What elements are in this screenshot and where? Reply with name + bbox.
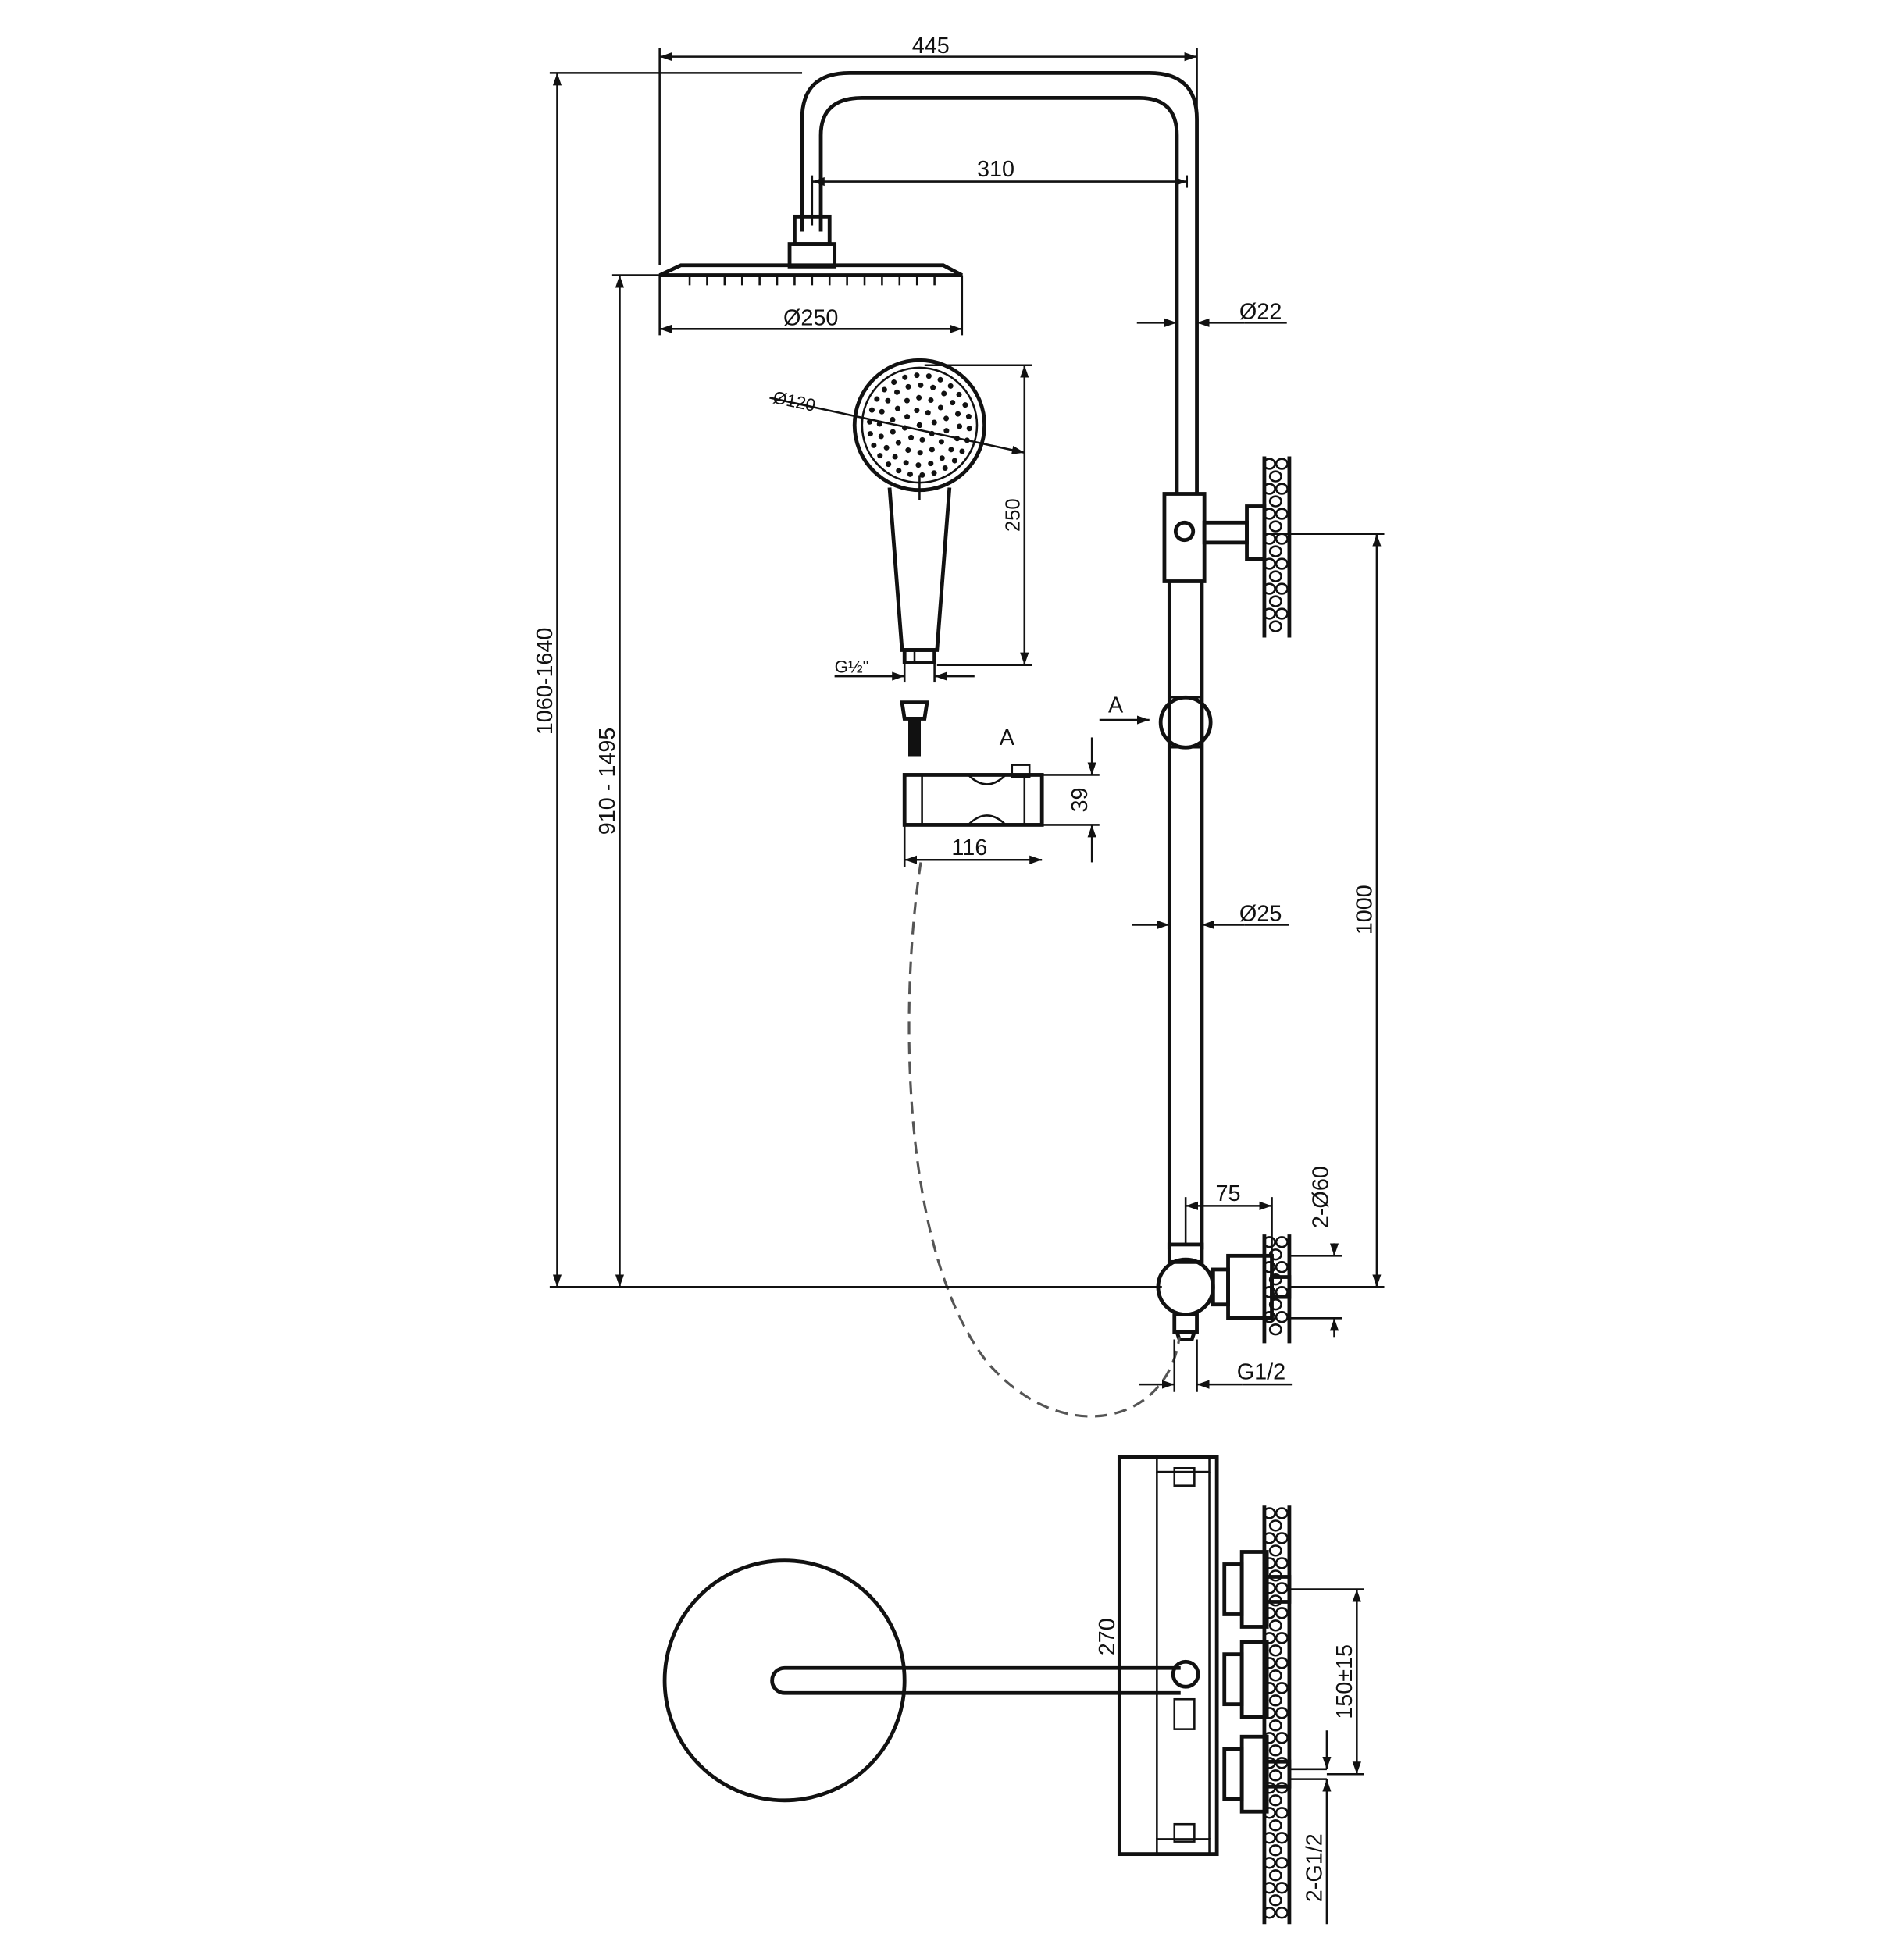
front-elevation: A A [533,34,1385,1418]
dim-overall-width: 445 [658,34,1198,265]
thermostatic-valve [1156,1234,1292,1344]
riser-pipe [1167,581,1204,1250]
dim-hand-diameter-text: Ø120 [772,387,818,415]
dim-valve-offset-text: 75 [1216,1181,1241,1206]
rain-head-plan [662,1558,907,1803]
dim-escutcheon-text: 2-Ø60 [1309,1166,1334,1228]
dim-bracket-spacing-text: 1000 [1353,885,1378,935]
dim-outlet-thread-text: G1/2 [1237,1360,1285,1385]
dim-head-height: 910 - 1495 [595,274,660,1288]
dim-inlet-spacing: 150±15 [1289,1588,1364,1776]
dim-inlet-spacing-text: 150±15 [1332,1644,1357,1719]
dim-total-height-text: 1060-1640 [533,628,558,736]
hose-connector [900,700,929,757]
dim-hand-thread-text: G½" [835,657,869,676]
rain-shower-head [658,263,963,286]
dim-inlet-threads: 2-G1/2 [1303,1730,1332,1925]
dim-slider-width-text: 116 [951,835,987,860]
upper-wall-bracket [1162,456,1292,638]
dim-inlet-threads-text: 2-G1/2 [1303,1833,1328,1902]
dim-hand-thread: G½" [835,657,975,683]
dim-mixer-length-text: 270 [1095,1618,1120,1655]
dim-bracket-spacing: 1000 [1264,533,1385,1288]
detail-a-label: A [1000,725,1015,750]
plan-view: 270 150±15 2-G1/2 [662,1455,1364,1925]
dim-valve-offset: 75 [1184,1181,1273,1256]
dim-riser-diameter-text: Ø25 [1239,902,1282,927]
section-marker-a: A [1099,693,1150,725]
dim-riser-top-text: Ø22 [1239,300,1282,325]
dim-arm-length: 310 [811,157,1189,226]
dim-head-diameter: Ø250 [658,275,964,336]
slider-detail-a: A [902,725,1044,827]
dim-head-diameter-text: Ø250 [783,306,838,331]
dim-slider-height-text: 39 [1068,787,1093,812]
slider-holder [1158,695,1213,750]
dim-head-height-text: 910 - 1495 [595,728,620,835]
dim-escutcheon: 2-Ø60 [1289,1166,1342,1338]
section-marker-label: A [1108,693,1124,718]
mixer-bar-plan [1117,1455,1219,1857]
hand-shower [852,358,986,664]
overhead-arm [800,70,1199,494]
dim-slider-height: 39 [1042,737,1100,863]
arm-plan [770,1665,1181,1695]
flexible-hose [907,862,1181,1418]
dim-slider-width: 116 [903,825,1043,867]
dim-hand-length: 250 [924,364,1032,666]
dim-total-height: 1060-1640 [533,72,1162,1288]
inlets-plan [1222,1505,1327,1925]
dim-mixer-length: 270 [1095,1618,1120,1655]
dim-riser-diameter: Ø25 [1132,902,1289,930]
dim-overall-width-text: 445 [912,34,950,59]
dim-outlet-thread: G1/2 [1139,1339,1293,1392]
dim-hand-length-text: 250 [1002,498,1024,532]
dim-riser-top: Ø22 [1136,300,1287,327]
dim-arm-length-text: 310 [977,157,1014,182]
